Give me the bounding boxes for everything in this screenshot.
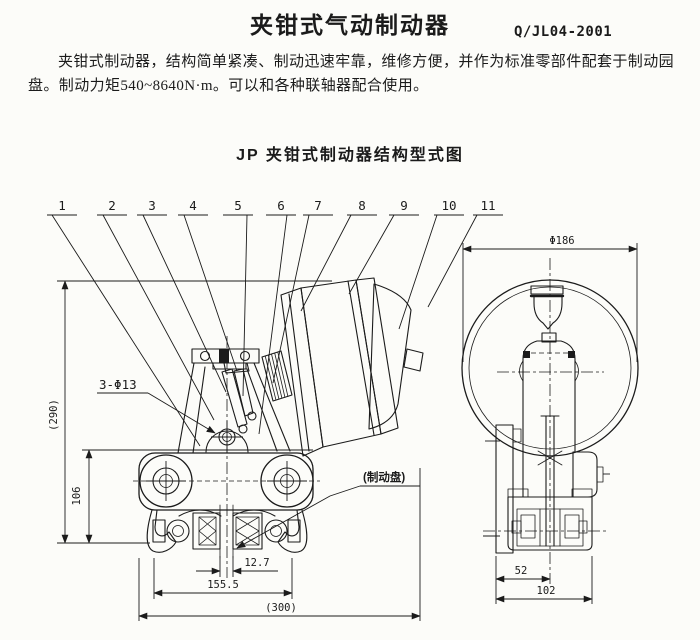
part-number-7: 7 [314, 198, 322, 213]
retainer-bolt-right [264, 519, 301, 543]
svg-text:3-Φ13: 3-Φ13 [99, 377, 137, 392]
dim-body-height: 106 [71, 449, 313, 544]
part-number-2: 2 [108, 198, 116, 213]
guide-pin-right [260, 454, 314, 508]
dim-overall-width: (300) [138, 468, 421, 621]
pad-hatch-right [235, 516, 260, 546]
pneumatic-chamber [280, 277, 424, 457]
pad-hatch-left [198, 516, 217, 546]
pad-profile [529, 285, 565, 330]
part-number-11: 11 [480, 198, 495, 213]
hub [519, 332, 579, 498]
callout-leader-lines [47, 214, 503, 447]
figure-caption: JP 夹钳式制动器结构型式图 [236, 147, 464, 164]
front-view-dimensions: (290) 106 3-Φ13 12.7 155.5 [48, 280, 421, 621]
foot-left [146, 509, 177, 553]
front-view [133, 277, 424, 578]
side-view: Φ186 [461, 235, 639, 604]
dim-disc-diameter: Φ186 [462, 235, 638, 362]
svg-text:106: 106 [71, 487, 83, 506]
dim-pad-span: 155.5 [153, 558, 293, 599]
part-number-6: 6 [277, 198, 285, 213]
push-rod [537, 415, 563, 547]
part-number-callouts: 1 2 3 4 5 6 7 8 9 10 11 [47, 198, 503, 447]
lower-bracket [483, 488, 609, 551]
part-number-9: 9 [400, 198, 408, 213]
page-title: 夹钳式气动制动器 [250, 12, 450, 38]
yoke-body [133, 452, 320, 511]
bellows [261, 350, 293, 402]
part-number-8: 8 [358, 198, 366, 213]
retainer-bolt-left [152, 519, 190, 543]
svg-text:52: 52 [515, 565, 528, 577]
part-number-3: 3 [148, 198, 156, 213]
part-number-1: 1 [58, 198, 66, 213]
svg-text:102: 102 [537, 585, 556, 597]
pad-assembly [146, 504, 308, 559]
pivot-pin [205, 421, 249, 453]
air-fitting [403, 348, 424, 372]
svg-text:12.7: 12.7 [244, 557, 269, 569]
intro-paragraph: 夹钳式制动器，结构简单紧凑、制动迅速牢靠，维修方便，并作为标准零部件配套于制动园… [28, 54, 675, 94]
dim-disc-slot: 12.7 [196, 556, 278, 577]
label-mounting-holes: 3-Φ13 [97, 377, 216, 434]
dim-overall-height: (290) [48, 280, 332, 544]
svg-text:(290): (290) [48, 399, 60, 431]
lever-linkage [221, 362, 257, 434]
label-brake-disc: (制动盘) [236, 470, 420, 549]
part-number-5: 5 [234, 198, 242, 213]
svg-text:155.5: 155.5 [207, 579, 239, 591]
top-bracket-block [219, 349, 229, 363]
part-number-10: 10 [441, 198, 456, 213]
guide-pin-left [139, 454, 193, 508]
svg-text:(300): (300) [265, 602, 297, 614]
caliper-arms [177, 362, 291, 454]
foot-right [277, 509, 308, 553]
svg-text:(制动盘): (制动盘) [363, 470, 405, 484]
document-number: Q/JL04-2001 [514, 24, 613, 40]
dim-depth: 102 [495, 556, 593, 604]
svg-text:Φ186: Φ186 [549, 235, 574, 247]
chamber-profile [572, 451, 610, 498]
part-number-4: 4 [189, 198, 197, 213]
